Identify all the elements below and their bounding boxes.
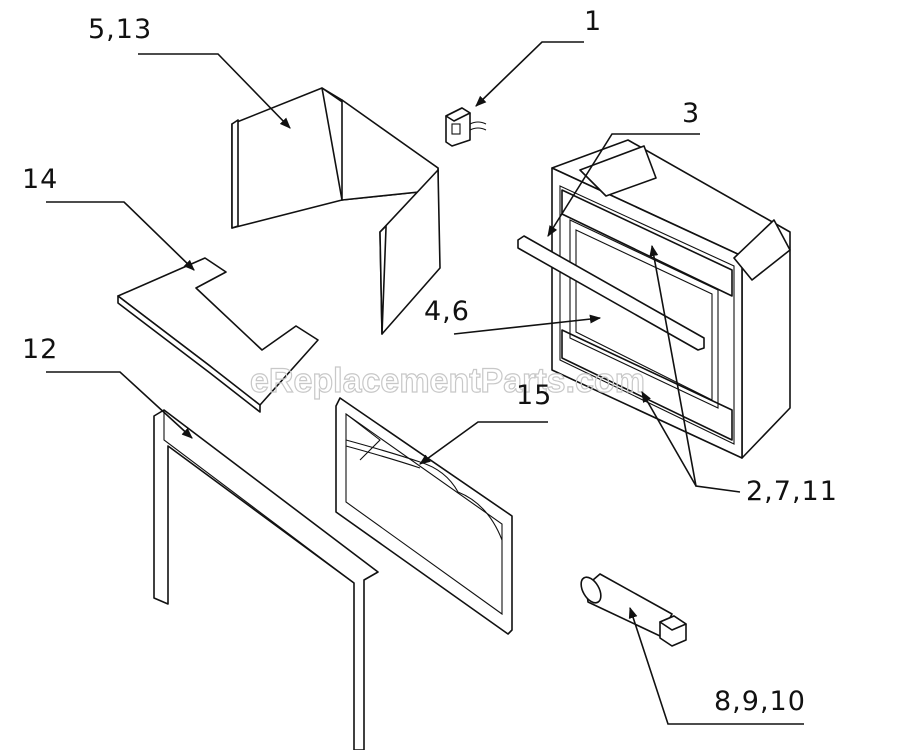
watermark-text: eReplacementParts.com (250, 362, 645, 400)
callout-1: 1 (584, 6, 602, 37)
control-switch-part (445, 107, 487, 147)
callout-8-9-10: 8,9,10 (714, 686, 806, 717)
callout-2-7-11: 2,7,11 (746, 476, 838, 507)
callout-15: 15 (516, 380, 552, 411)
callout-3: 3 (682, 98, 700, 129)
fireplace-firebox (551, 139, 791, 459)
brick-floor-panel (117, 257, 319, 413)
leader-lines (46, 41, 804, 725)
callout-4-6: 4,6 (424, 296, 470, 327)
callout-14: 14 (22, 164, 58, 195)
surround-trim-frame (153, 409, 379, 750)
decorative-door-frame (335, 397, 513, 635)
callout-12: 12 (22, 334, 58, 365)
callout-labels: 1 3 5,13 14 4,6 12 15 2,7,11 8,9,10 (22, 6, 838, 717)
blower-assembly (580, 573, 687, 647)
brick-liner-panels (231, 87, 441, 335)
rod-part (517, 235, 705, 351)
callout-5-13: 5,13 (88, 14, 152, 45)
